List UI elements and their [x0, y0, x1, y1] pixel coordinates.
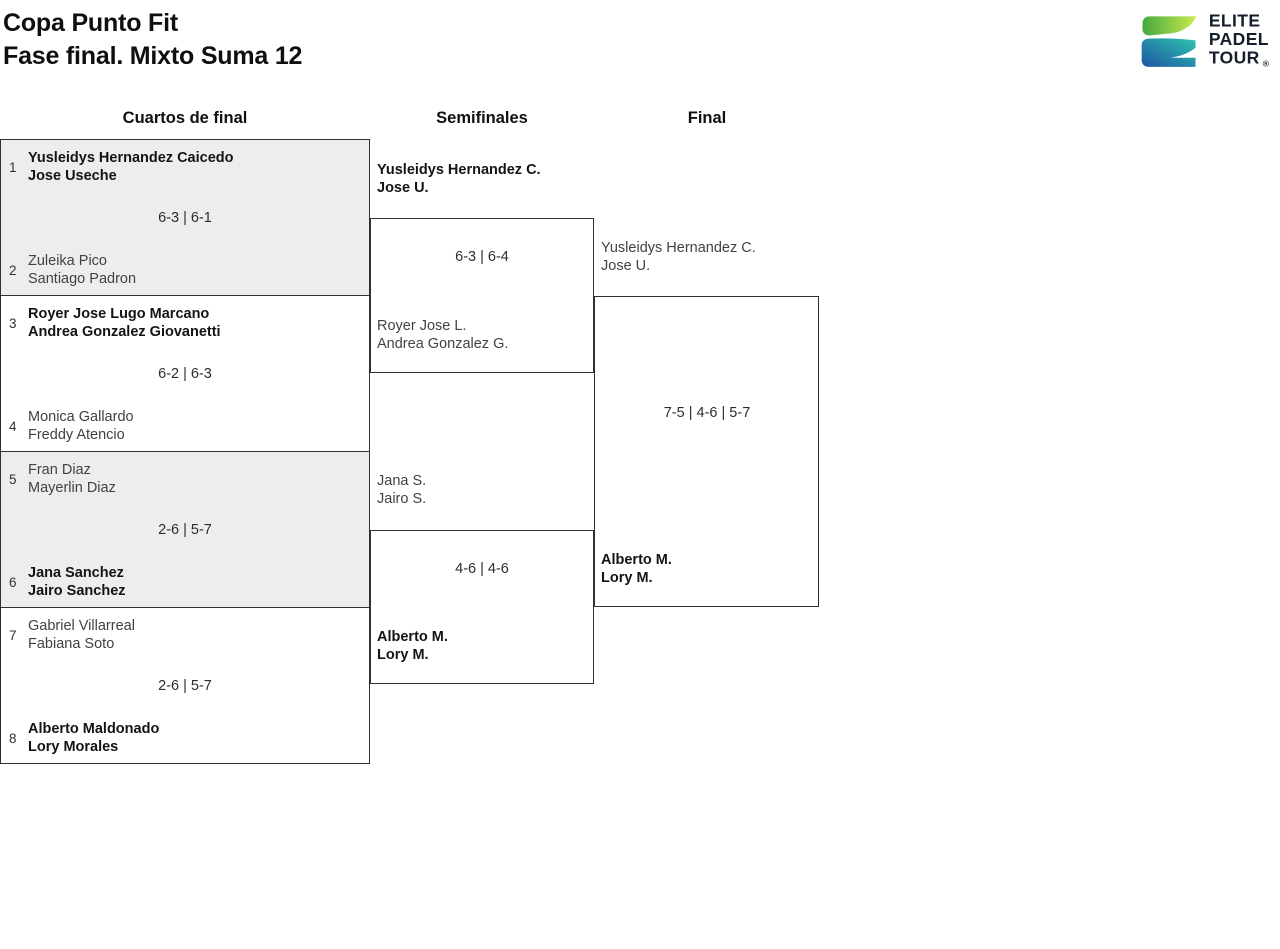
team-pair: Royer Jose Lugo Marcano Andrea Gonzalez … [28, 306, 221, 340]
team-pair: Alberto M. Lory M. [377, 629, 448, 663]
seed-number: 4 [9, 419, 17, 434]
tournament-name: Copa Punto Fit [3, 9, 178, 37]
match-score: 6-2 | 6-3 [158, 366, 212, 382]
column-header-semifinals: Semifinales [436, 109, 528, 127]
match-score: 2-6 | 5-7 [158, 678, 212, 694]
page-title: Copa Punto Fit Fase final. Mixto Suma 12 [3, 7, 302, 73]
quarterfinals-column: 1 Yusleidys Hernandez Caicedo Jose Usech… [0, 139, 370, 764]
semifinal-match-1-box [370, 218, 594, 373]
team-pair: Gabriel Villarreal Fabiana Soto [28, 618, 135, 652]
team-pair: Yusleidys Hernandez C. Jose U. [601, 240, 756, 274]
seed-number: 3 [9, 316, 17, 331]
team-pair: Alberto M. Lory M. [601, 552, 672, 586]
match-score: 4-6 | 4-6 [455, 561, 509, 577]
team-pair: Jana Sanchez Jairo Sanchez [28, 565, 126, 599]
match-score: 6-3 | 6-4 [455, 249, 509, 265]
column-header-final: Final [687, 109, 727, 127]
team-pair: Yusleidys Hernandez C. Jose U. [377, 162, 541, 196]
seed-number: 1 [9, 160, 17, 175]
seed-number: 6 [9, 575, 17, 590]
quarterfinal-match-3: 5 Fran Diaz Mayerlin Diaz 2-6 | 5-7 6 Ja… [1, 452, 369, 608]
match-score: 7-5 | 4-6 | 5-7 [663, 405, 751, 421]
seed-number: 2 [9, 263, 17, 278]
seed-number: 8 [9, 731, 17, 746]
phase-name: Fase final. Mixto Suma 12 [3, 42, 303, 70]
team-pair: Jana S. Jairo S. [377, 473, 427, 507]
team-pair: Alberto Maldonado Lory Morales [28, 721, 160, 755]
column-header-quarterfinals: Cuartos de final [122, 109, 248, 127]
final-match-box [594, 296, 819, 607]
seed-number: 5 [9, 472, 17, 487]
registered-mark: ® [1262, 58, 1269, 69]
team-pair: Monica Gallardo Freddy Atencio [28, 409, 134, 443]
quarterfinal-match-2: 3 Royer Jose Lugo Marcano Andrea Gonzale… [1, 296, 369, 452]
seed-number: 7 [9, 628, 17, 643]
team-pair: Yusleidys Hernandez Caicedo Jose Useche [28, 150, 234, 184]
team-pair: Zuleika Pico Santiago Padron [28, 253, 137, 287]
match-score: 6-3 | 6-1 [158, 210, 212, 226]
quarterfinal-match-1: 1 Yusleidys Hernandez Caicedo Jose Usech… [1, 140, 369, 296]
logo-wordmark: ELITE PADEL TOUR® [1208, 10, 1269, 69]
team-pair: Fran Diaz Mayerlin Diaz [28, 462, 116, 496]
elite-padel-tour-logo: ELITE PADEL TOUR® [1140, 10, 1269, 77]
elite-padel-tour-icon [1140, 12, 1198, 77]
team-pair: Royer Jose L. Andrea Gonzalez G. [377, 318, 509, 352]
match-score: 2-6 | 5-7 [158, 522, 212, 538]
quarterfinal-match-4: 7 Gabriel Villarreal Fabiana Soto 2-6 | … [1, 608, 369, 763]
semifinal-match-2-box [370, 530, 594, 684]
